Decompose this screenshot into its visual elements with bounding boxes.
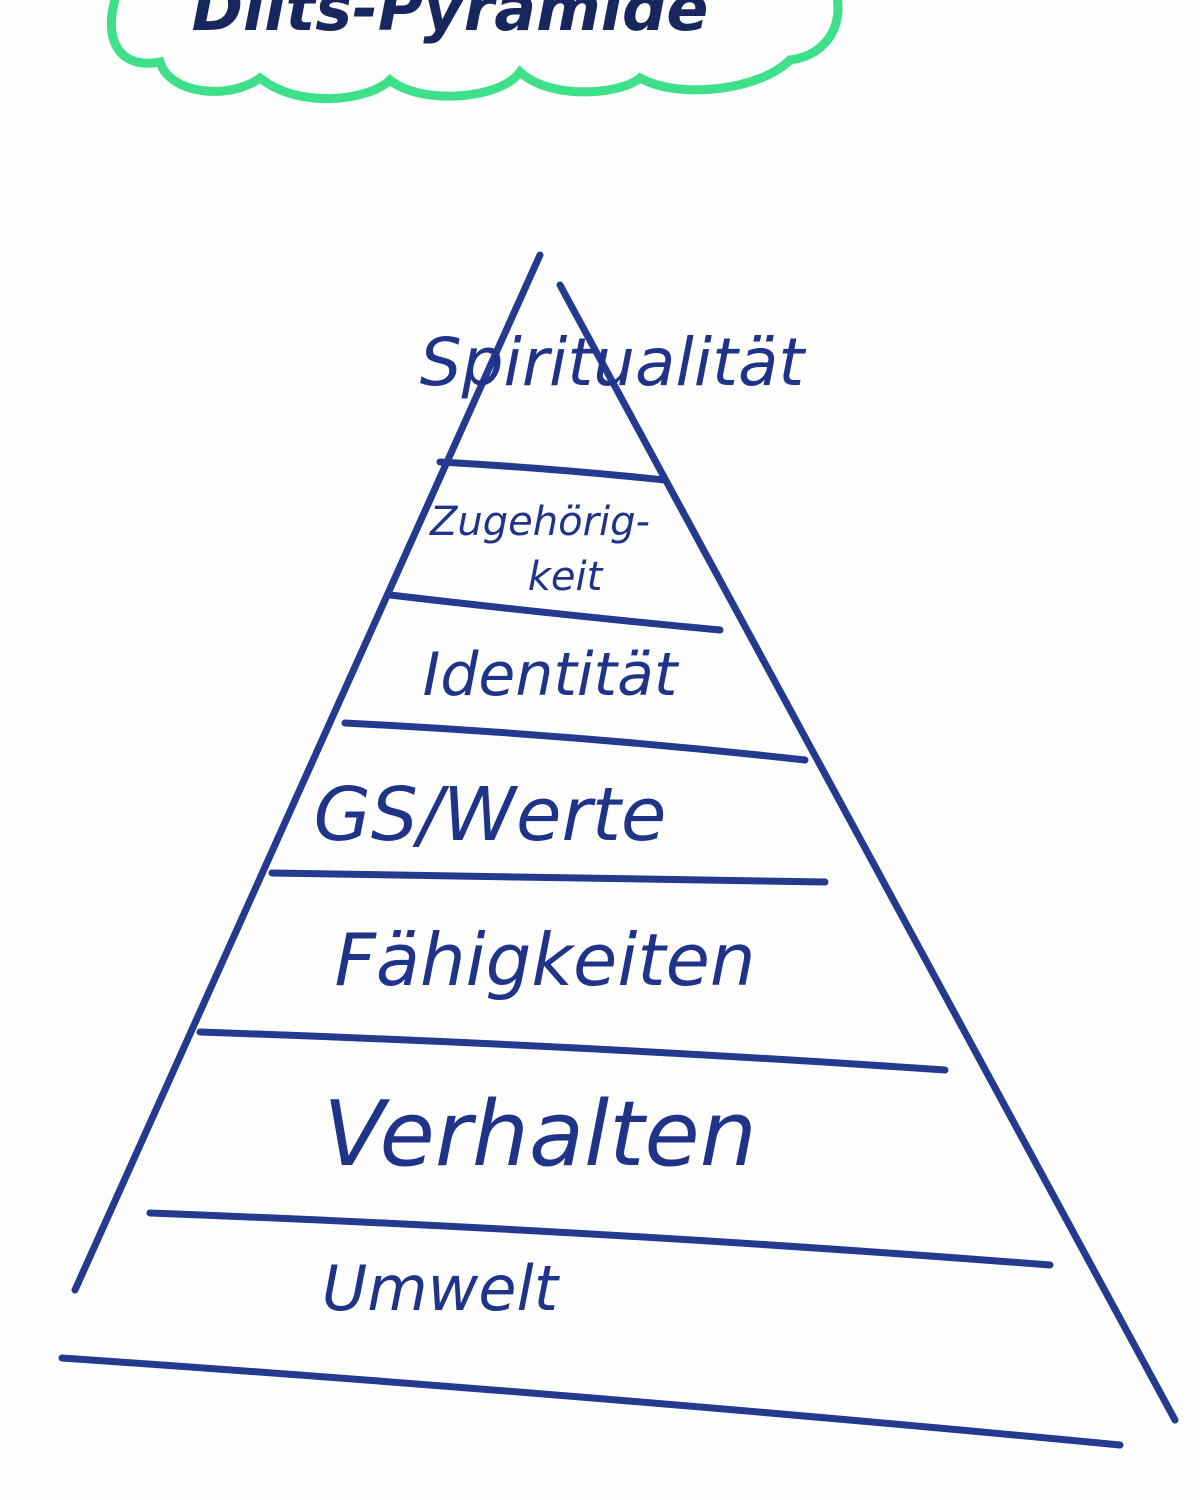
level-label-gs-werte: GS/Werte xyxy=(314,772,667,858)
pyramid-right-edge xyxy=(556,281,1179,1424)
pyramid-base xyxy=(58,1354,1124,1449)
level-label-faehigkeiten: Fähigkeiten xyxy=(334,918,755,1002)
level-divider xyxy=(196,1028,949,1074)
level-divider xyxy=(146,1209,1054,1269)
level-divider xyxy=(268,869,829,886)
level-label-spiritualitaet: Spiritualität xyxy=(420,324,807,401)
level-label-zugehoerigkeit-line2: keit xyxy=(528,554,604,600)
level-label-umwelt: Umwelt xyxy=(322,1252,561,1325)
pyramid-left-edge xyxy=(71,251,544,1294)
diagram-title: Dilts-Pyramide xyxy=(192,0,709,45)
level-divider xyxy=(386,591,724,634)
level-divider xyxy=(341,719,809,764)
title-cloud xyxy=(106,0,843,104)
level-label-verhalten: Verhalten xyxy=(323,1082,757,1187)
level-label-identitaet: Identität xyxy=(423,640,680,710)
level-divider xyxy=(436,458,669,484)
level-label-zugehoerigkeit: Zugehörig- xyxy=(429,499,650,545)
